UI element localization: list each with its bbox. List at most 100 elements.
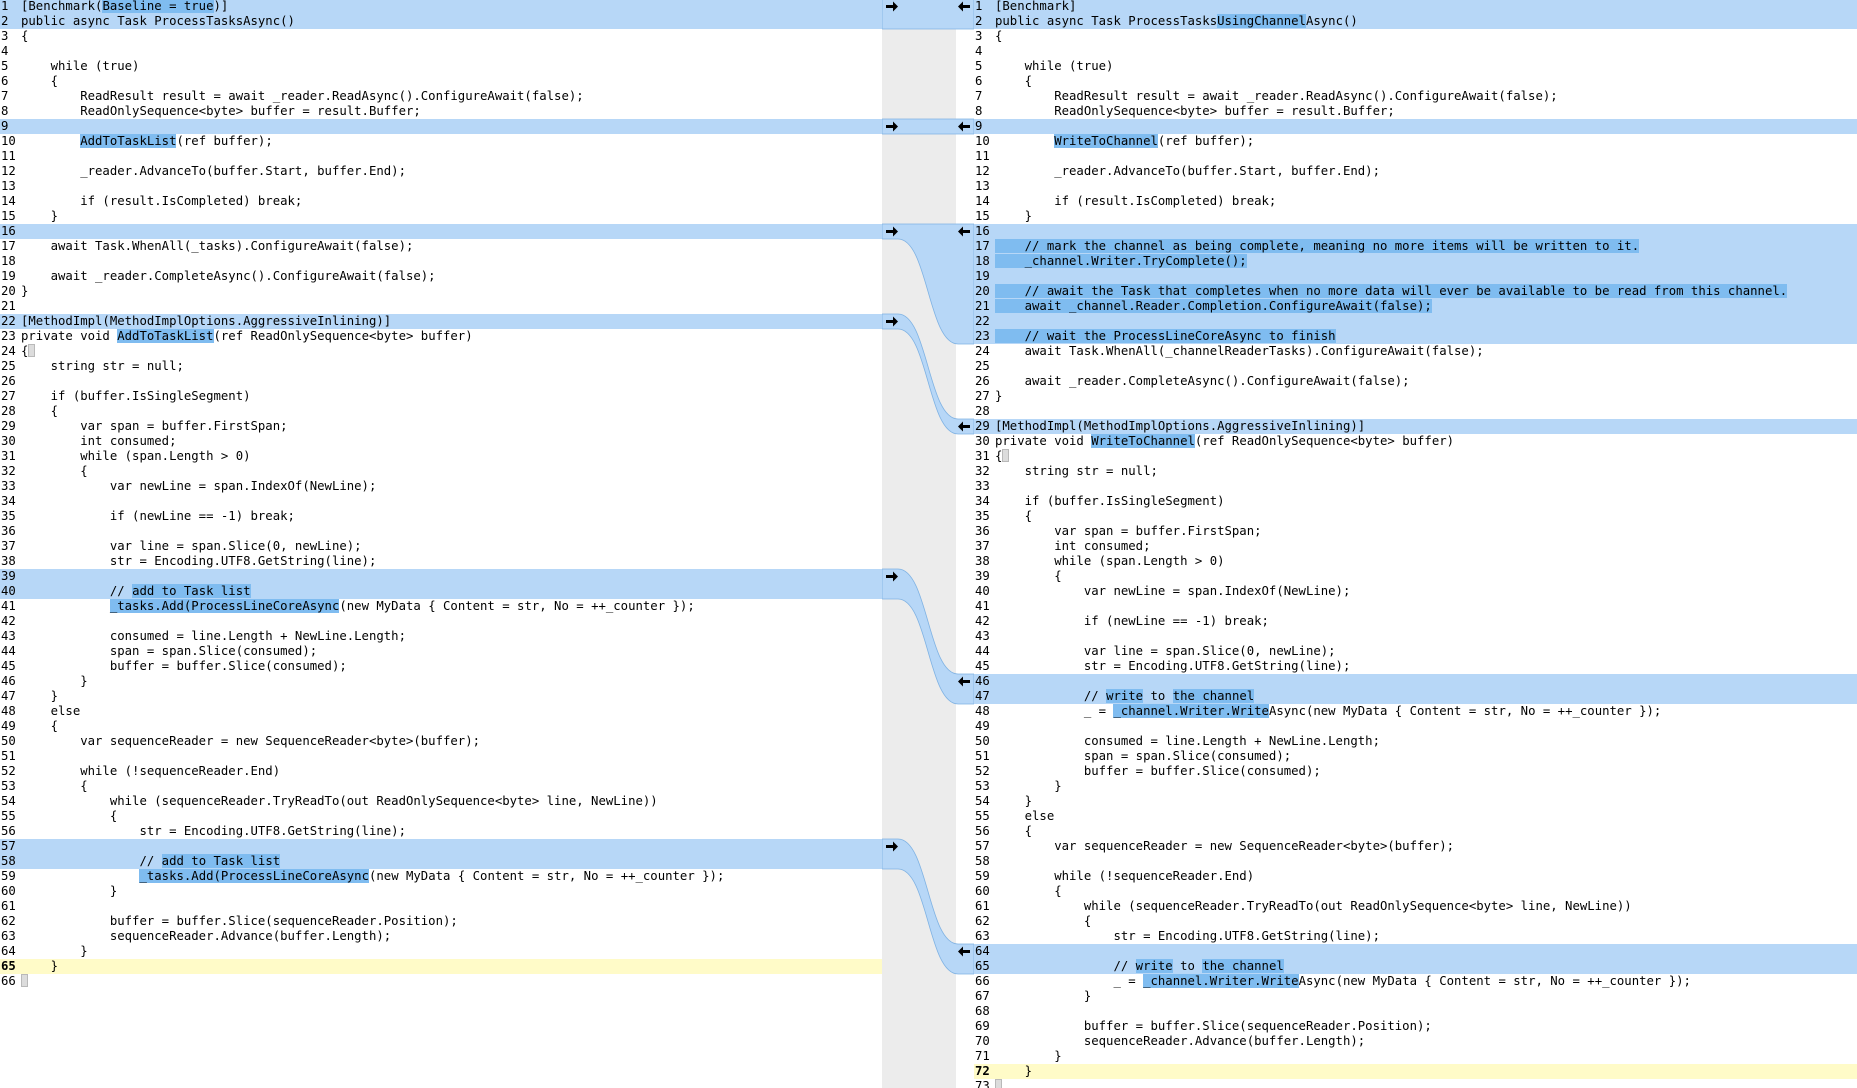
right-code-line[interactable]: 9: [974, 119, 1857, 134]
left-code-line[interactable]: 63 sequenceReader.Advance(buffer.Length)…: [0, 929, 882, 944]
right-code-line[interactable]: 1[Benchmark]: [974, 0, 1857, 14]
right-code-line[interactable]: 45 str = Encoding.UTF8.GetString(line);: [974, 659, 1857, 674]
right-code-line[interactable]: 12 _reader.AdvanceTo(buffer.Start, buffe…: [974, 164, 1857, 179]
left-code-line[interactable]: 46 }: [0, 674, 882, 689]
right-code-line[interactable]: 25: [974, 359, 1857, 374]
right-code-line[interactable]: 18 _channel.Writer.TryComplete();: [974, 254, 1857, 269]
right-code-line[interactable]: 8 ReadOnlySequence<byte> buffer = result…: [974, 104, 1857, 119]
left-code-line[interactable]: 18: [0, 254, 882, 269]
right-code-line[interactable]: 60 {: [974, 884, 1857, 899]
right-code-line[interactable]: 48 _ = _channel.Writer.WriteAsync(new My…: [974, 704, 1857, 719]
arrow-left-icon[interactable]: [958, 121, 970, 132]
right-code-line[interactable]: 17 // mark the channel as being complete…: [974, 239, 1857, 254]
right-code-line[interactable]: 42 if (newLine == -1) break;: [974, 614, 1857, 629]
right-code-line[interactable]: 21 await _channel.Reader.Completion.Conf…: [974, 299, 1857, 314]
arrow-left-icon[interactable]: [958, 946, 970, 957]
left-code-line[interactable]: 15 }: [0, 209, 882, 224]
left-code-line[interactable]: 35 if (newLine == -1) break;: [0, 509, 882, 524]
right-code-line[interactable]: 26 await _reader.CompleteAsync().Configu…: [974, 374, 1857, 389]
right-code-line[interactable]: 55 else: [974, 809, 1857, 824]
right-code-line[interactable]: 67 }: [974, 989, 1857, 1004]
right-code-line[interactable]: 52 buffer = buffer.Slice(consumed);: [974, 764, 1857, 779]
left-code-line[interactable]: 47 }: [0, 689, 882, 704]
left-code-line[interactable]: 16: [0, 224, 882, 239]
arrow-right-icon[interactable]: [886, 226, 898, 237]
left-code-line[interactable]: 36: [0, 524, 882, 539]
left-code-line[interactable]: 62 buffer = buffer.Slice(sequenceReader.…: [0, 914, 882, 929]
arrow-left-icon[interactable]: [958, 421, 970, 432]
left-code-line[interactable]: 42: [0, 614, 882, 629]
right-code-line[interactable]: 24 await Task.WhenAll(_channelReaderTask…: [974, 344, 1857, 359]
right-code-line[interactable]: 50 consumed = line.Length + NewLine.Leng…: [974, 734, 1857, 749]
right-code-line[interactable]: 56 {: [974, 824, 1857, 839]
left-code-line[interactable]: 3{: [0, 29, 882, 44]
right-code-line[interactable]: 64: [974, 944, 1857, 959]
left-code-line[interactable]: 54 while (sequenceReader.TryReadTo(out R…: [0, 794, 882, 809]
right-code-line[interactable]: 58: [974, 854, 1857, 869]
left-code-line[interactable]: 51: [0, 749, 882, 764]
left-code-line[interactable]: 48 else: [0, 704, 882, 719]
left-code-line[interactable]: 9: [0, 119, 882, 134]
right-code-line[interactable]: 34 if (buffer.IsSingleSegment): [974, 494, 1857, 509]
right-code-line[interactable]: 69 buffer = buffer.Slice(sequenceReader.…: [974, 1019, 1857, 1034]
right-code-line[interactable]: 3{: [974, 29, 1857, 44]
right-code-line[interactable]: 32 string str = null;: [974, 464, 1857, 479]
right-code-line[interactable]: 62 {: [974, 914, 1857, 929]
right-code-line[interactable]: 44 var line = span.Slice(0, newLine);: [974, 644, 1857, 659]
left-code-line[interactable]: 27 if (buffer.IsSingleSegment): [0, 389, 882, 404]
right-code-line[interactable]: 4: [974, 44, 1857, 59]
right-code-line[interactable]: 20 // await the Task that completes when…: [974, 284, 1857, 299]
left-code-line[interactable]: 49 {: [0, 719, 882, 734]
right-code-line[interactable]: 59 while (!sequenceReader.End): [974, 869, 1857, 884]
arrow-left-icon[interactable]: [958, 226, 970, 237]
right-code-line[interactable]: 13: [974, 179, 1857, 194]
left-code-line[interactable]: 57: [0, 839, 882, 854]
left-code-line[interactable]: 41 _tasks.Add(ProcessLineCoreAsync(new M…: [0, 599, 882, 614]
right-code-line[interactable]: 57 var sequenceReader = new SequenceRead…: [974, 839, 1857, 854]
arrow-left-icon[interactable]: [958, 676, 970, 687]
right-code-line[interactable]: 46: [974, 674, 1857, 689]
left-code-line[interactable]: 28 {: [0, 404, 882, 419]
left-code-line[interactable]: 32 {: [0, 464, 882, 479]
right-code-line[interactable]: 14 if (result.IsCompleted) break;: [974, 194, 1857, 209]
left-code-line[interactable]: 29 var span = buffer.FirstSpan;: [0, 419, 882, 434]
left-code-line[interactable]: 33 var newLine = span.IndexOf(NewLine);: [0, 479, 882, 494]
right-code-line[interactable]: 29[MethodImpl(MethodImplOptions.Aggressi…: [974, 419, 1857, 434]
right-code-line[interactable]: 68: [974, 1004, 1857, 1019]
right-code-line[interactable]: 73: [974, 1079, 1857, 1088]
right-code-line[interactable]: 61 while (sequenceReader.TryReadTo(out R…: [974, 899, 1857, 914]
left-code-line[interactable]: 6 {: [0, 74, 882, 89]
left-code-line[interactable]: 8 ReadOnlySequence<byte> buffer = result…: [0, 104, 882, 119]
left-code-line[interactable]: 1[Benchmark(Baseline = true)]: [0, 0, 882, 14]
left-code-line[interactable]: 58 // add to Task list: [0, 854, 882, 869]
left-code-line[interactable]: 43 consumed = line.Length + NewLine.Leng…: [0, 629, 882, 644]
left-code-line[interactable]: 39: [0, 569, 882, 584]
left-code-line[interactable]: 13: [0, 179, 882, 194]
left-code-line[interactable]: 45 buffer = buffer.Slice(consumed);: [0, 659, 882, 674]
right-code-line[interactable]: 10 WriteToChannel(ref buffer);: [974, 134, 1857, 149]
left-code-line[interactable]: 59 _tasks.Add(ProcessLineCoreAsync(new M…: [0, 869, 882, 884]
left-code-line[interactable]: 53 {: [0, 779, 882, 794]
right-code-line[interactable]: 63 str = Encoding.UTF8.GetString(line);: [974, 929, 1857, 944]
right-code-line[interactable]: 51 span = span.Slice(consumed);: [974, 749, 1857, 764]
right-code-line[interactable]: 72 }: [974, 1064, 1857, 1079]
right-code-line[interactable]: 53 }: [974, 779, 1857, 794]
left-code-line[interactable]: 60 }: [0, 884, 882, 899]
right-code-line[interactable]: 31{: [974, 449, 1857, 464]
left-code-line[interactable]: 34: [0, 494, 882, 509]
left-code-line[interactable]: 55 {: [0, 809, 882, 824]
left-code-line[interactable]: 7 ReadResult result = await _reader.Read…: [0, 89, 882, 104]
left-code-line[interactable]: 50 var sequenceReader = new SequenceRead…: [0, 734, 882, 749]
left-code-line[interactable]: 40 // add to Task list: [0, 584, 882, 599]
left-code-line[interactable]: 25 string str = null;: [0, 359, 882, 374]
right-code-line[interactable]: 40 var newLine = span.IndexOf(NewLine);: [974, 584, 1857, 599]
arrow-right-icon[interactable]: [886, 1, 898, 12]
right-code-line[interactable]: 28: [974, 404, 1857, 419]
left-code-line[interactable]: 11: [0, 149, 882, 164]
